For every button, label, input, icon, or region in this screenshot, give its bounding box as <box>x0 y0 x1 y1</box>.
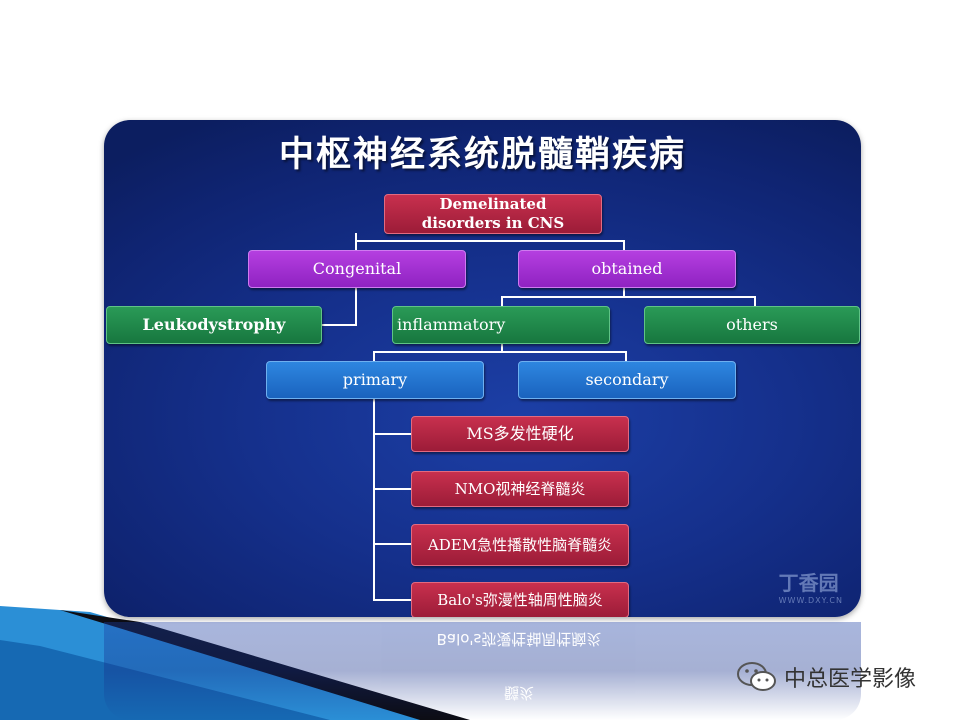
connector <box>373 351 375 361</box>
connector <box>373 398 375 601</box>
node-leukodystrophy: Leukodystrophy <box>106 306 322 344</box>
node-congenital: Congenital <box>248 250 466 288</box>
connector <box>623 240 625 250</box>
connector <box>355 240 357 250</box>
node-ms: MS多发性硬化 <box>411 416 629 452</box>
node-nmo: NMO视神经脊髓炎 <box>411 471 629 507</box>
node-secondary: secondary <box>518 361 736 399</box>
wechat-icon <box>737 662 776 691</box>
connector <box>501 296 503 306</box>
connector <box>373 599 411 601</box>
connector <box>355 240 625 242</box>
reflection-text-2: 髓炎 <box>503 684 534 702</box>
footer-credit: 中总医学影像 <box>736 660 916 694</box>
node-obtained: obtained <box>518 250 736 288</box>
connector <box>373 351 627 353</box>
footer-credit-text: 中总医学影像 <box>784 667 917 692</box>
connector <box>373 543 411 545</box>
node-inflammatory: inflammatory <box>392 306 610 344</box>
connector <box>355 288 357 326</box>
node-root: Demelinated disorders in CNS <box>384 194 602 234</box>
watermark-name: 丁香园 <box>778 571 839 595</box>
dxy-watermark: 丁香园 WWW.DXY.CN <box>779 567 843 605</box>
connector <box>623 288 625 298</box>
node-primary: primary <box>266 361 484 399</box>
connector <box>373 433 411 435</box>
connector <box>625 351 627 361</box>
slide-title: 中枢神经系统脱髓鞘疾病 <box>278 135 686 175</box>
node-balo: Balo's弥漫性轴周性脑炎 <box>411 582 629 617</box>
slide: 中枢神经系统脱髓鞘疾病 Demelinated disorders in CNS… <box>104 120 861 617</box>
connector <box>355 233 357 245</box>
reflection-text-1: Balo's弥漫性轴周性脑炎 <box>436 630 602 648</box>
watermark-url: WWW.DXY.CN <box>778 596 843 605</box>
node-others: others <box>644 306 860 344</box>
connector <box>754 296 756 306</box>
connector <box>501 343 503 353</box>
node-adem: ADEM急性播散性脑脊髓炎 <box>411 524 629 566</box>
connector <box>501 296 756 298</box>
connector <box>373 488 411 490</box>
connector <box>322 324 357 326</box>
